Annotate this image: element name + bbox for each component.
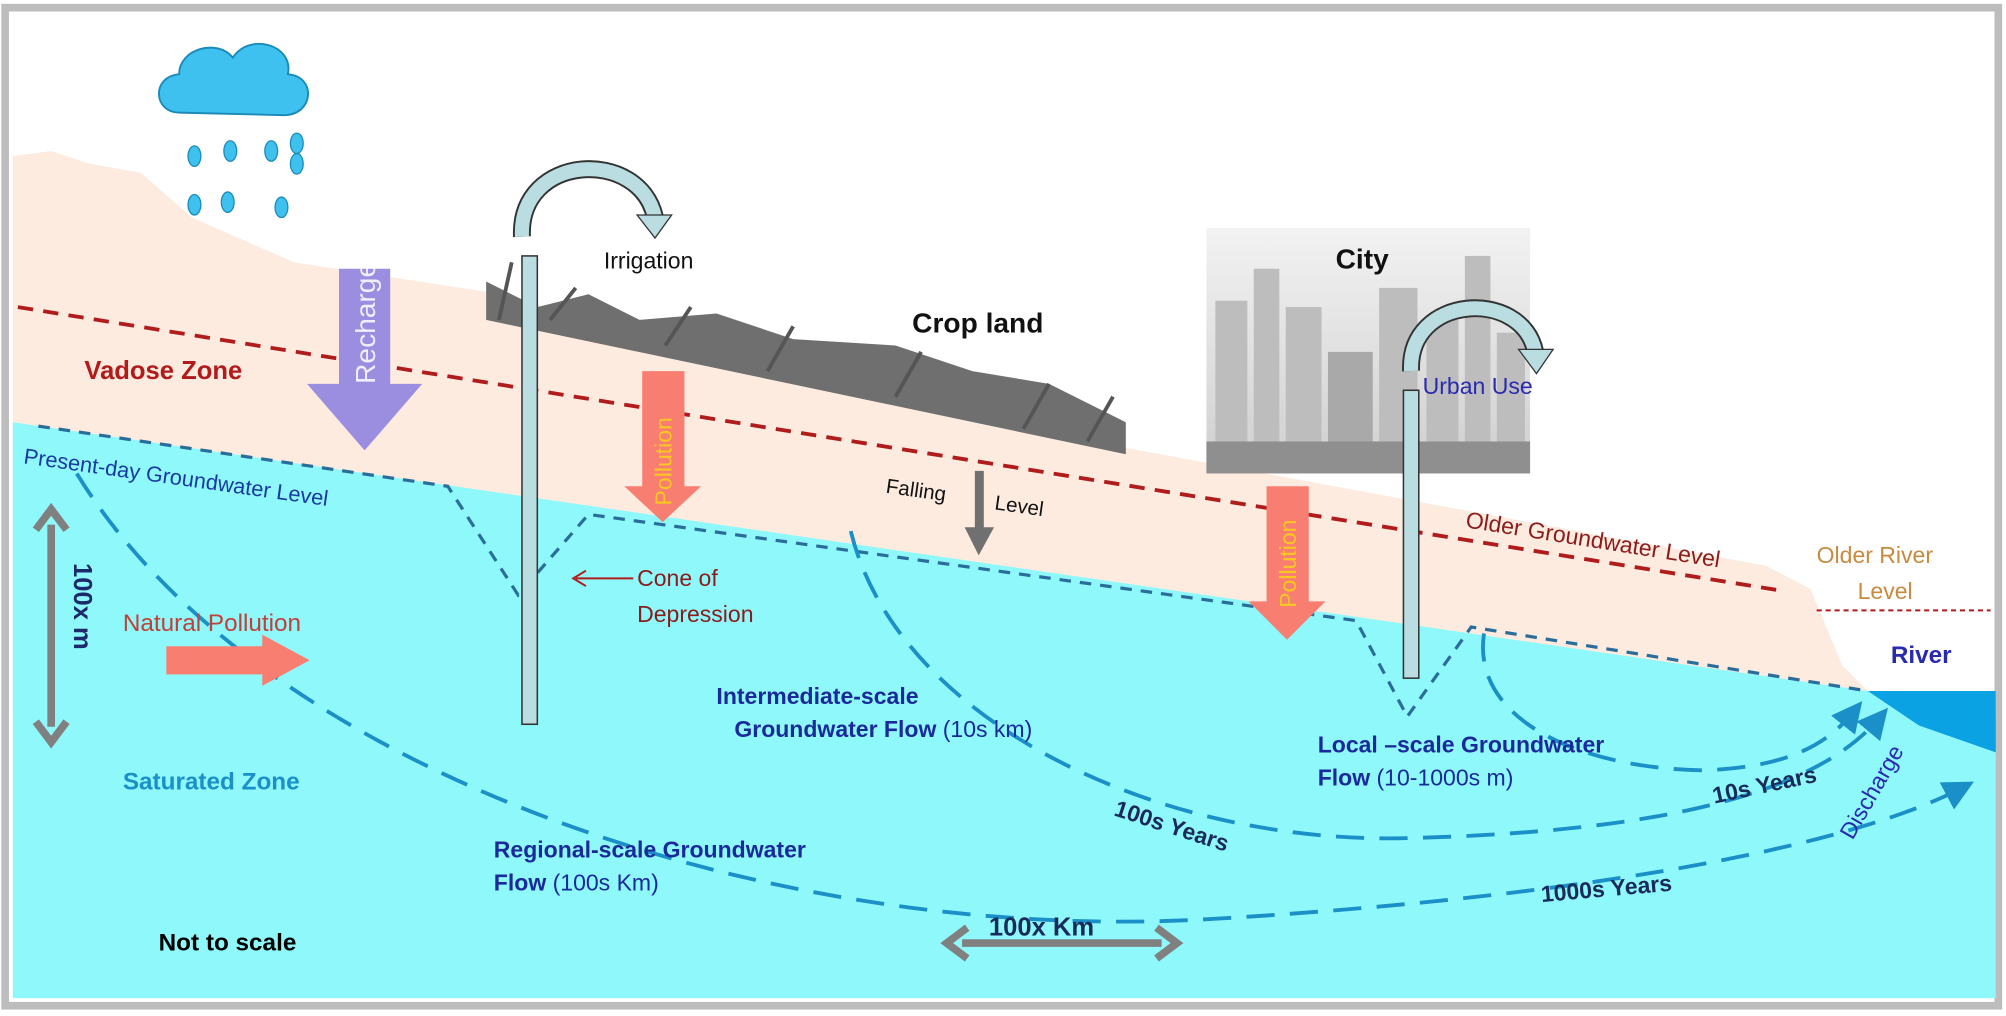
cone-of-depression-pointer xyxy=(571,569,634,587)
recharge-label: Recharge xyxy=(350,262,381,384)
rain-cloud-icon xyxy=(158,42,309,219)
cone-label-2: Depression xyxy=(637,601,753,627)
intermediate-label-2a: Groundwater Flow xyxy=(734,716,936,742)
vertical-scale-arrow xyxy=(32,502,70,749)
urban-well xyxy=(1402,389,1420,679)
regional-label-2b: (100s Km) xyxy=(546,870,659,896)
river-water xyxy=(1867,690,1996,753)
intermediate-label-1: Intermediate-scale xyxy=(716,683,918,709)
irrigation-well xyxy=(521,255,539,726)
urban-use-arrow xyxy=(1402,299,1555,375)
pollution-arrow-crop: Pollution xyxy=(624,371,702,523)
older-river-label-1: Older River xyxy=(1817,542,1934,568)
saturated-zone-label: Saturated Zone xyxy=(123,769,300,796)
not-to-scale-label: Not to scale xyxy=(159,930,297,957)
local-flow-line xyxy=(1481,633,1863,773)
saturated-zone-water xyxy=(12,422,1996,999)
regional-label-2a: Flow xyxy=(494,870,547,896)
flow-lines xyxy=(75,472,1974,924)
grass-blades xyxy=(497,261,1115,443)
natural-pollution-arrow xyxy=(166,634,310,686)
local-label-1: Local –scale Groundwater xyxy=(1318,731,1605,757)
vertical-scale-label: 100x m xyxy=(68,563,96,650)
older-river-label-2: Level xyxy=(1858,578,1913,604)
regional-flow-line xyxy=(75,472,1974,924)
horizontal-scale-label: 100x Km xyxy=(989,913,1094,941)
recharge-arrow: Recharge xyxy=(307,262,423,451)
cone-label-1: Cone of xyxy=(637,565,718,591)
city-label: City xyxy=(1336,244,1389,275)
regional-label-2: Flow (100s Km) xyxy=(494,870,659,896)
intermediate-label-2b: (10s km) xyxy=(936,716,1032,742)
intermediate-flow-line xyxy=(848,530,1889,841)
irrigation-label: Irrigation xyxy=(604,248,694,274)
local-label-2b: (10-1000s m) xyxy=(1370,765,1513,791)
irrigation-arrow xyxy=(513,160,673,240)
regional-label-1: Regional-scale Groundwater xyxy=(494,836,806,862)
local-label-2: Flow (10-1000s m) xyxy=(1318,765,1514,791)
falling-level-arrow xyxy=(964,470,995,556)
present-groundwater-line xyxy=(38,424,1869,720)
pollution-arrow-city: Pollution xyxy=(1248,486,1326,640)
crop-grass xyxy=(486,281,1126,455)
local-label-2a: Flow xyxy=(1318,765,1371,791)
crop-land-label: Crop land xyxy=(912,308,1043,339)
pollution-label-city: Pollution xyxy=(1275,520,1301,608)
pollution-label-crop: Pollution xyxy=(651,417,677,505)
city-image xyxy=(1206,227,1531,474)
horizontal-scale-arrow xyxy=(940,924,1184,962)
river-label: River xyxy=(1891,642,1952,669)
intermediate-label-2: Groundwater Flow (10s km) xyxy=(734,716,1032,742)
natural-pollution-label: Natural Pollution xyxy=(123,610,301,637)
urban-use-label: Urban Use xyxy=(1423,373,1533,399)
vadose-zone-label: Vadose Zone xyxy=(84,357,242,385)
older-groundwater-line xyxy=(17,305,1785,594)
